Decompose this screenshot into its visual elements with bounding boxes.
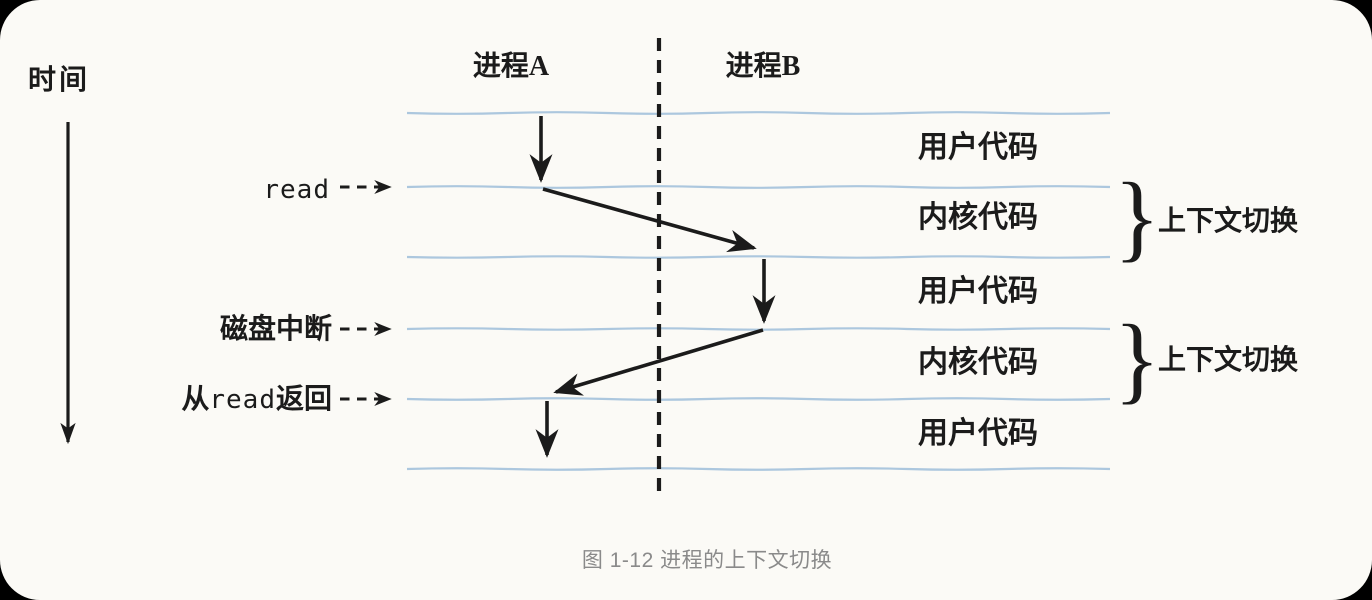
region-label-user-code-3: 用户代码 — [918, 417, 1038, 450]
read-return-code: read — [209, 385, 276, 415]
ruled-line — [406, 467, 1111, 471]
execution-arrow-switch-to-a — [553, 328, 764, 396]
brace-icon: } — [1114, 303, 1161, 414]
figure-caption: 图 1-12 进程的上下文切换 — [581, 549, 833, 572]
context-switch-label-1: 上下文切换 — [1158, 206, 1299, 237]
region-label-kernel-code-2: 内核代码 — [918, 346, 1038, 379]
region-label-kernel-code-1: 内核代码 — [918, 201, 1038, 234]
context-switch-label-2: 上下文切换 — [1158, 345, 1299, 376]
brace-icon: } — [1114, 161, 1161, 272]
ruled-lines — [406, 111, 1111, 471]
read-return-suffix: 返回 — [275, 384, 332, 415]
ruled-line — [406, 255, 1111, 259]
event-label-read: read — [263, 173, 330, 207]
execution-flow-arrows — [529, 116, 776, 458]
event-pointer-arrows — [340, 180, 392, 406]
execution-arrow-switch-to-b — [542, 187, 757, 253]
ruled-line — [406, 397, 1111, 401]
ruled-line — [406, 327, 1111, 331]
read-return-prefix: 从 — [181, 384, 210, 415]
process-a-header: 进程A — [472, 51, 550, 82]
event-label-disk-interrupt: 磁盘中断 — [219, 314, 332, 345]
region-label-user-code-2: 用户代码 — [918, 275, 1038, 308]
ruled-line — [406, 185, 1111, 189]
event-label-read-return: 从read返回 — [181, 383, 332, 417]
ruled-line — [406, 111, 1111, 115]
process-b-header: 进程B — [725, 51, 801, 82]
time-axis-label: 时间 — [28, 65, 91, 96]
read-call-text: read — [263, 175, 330, 205]
region-label-user-code-1: 用户代码 — [918, 131, 1038, 164]
